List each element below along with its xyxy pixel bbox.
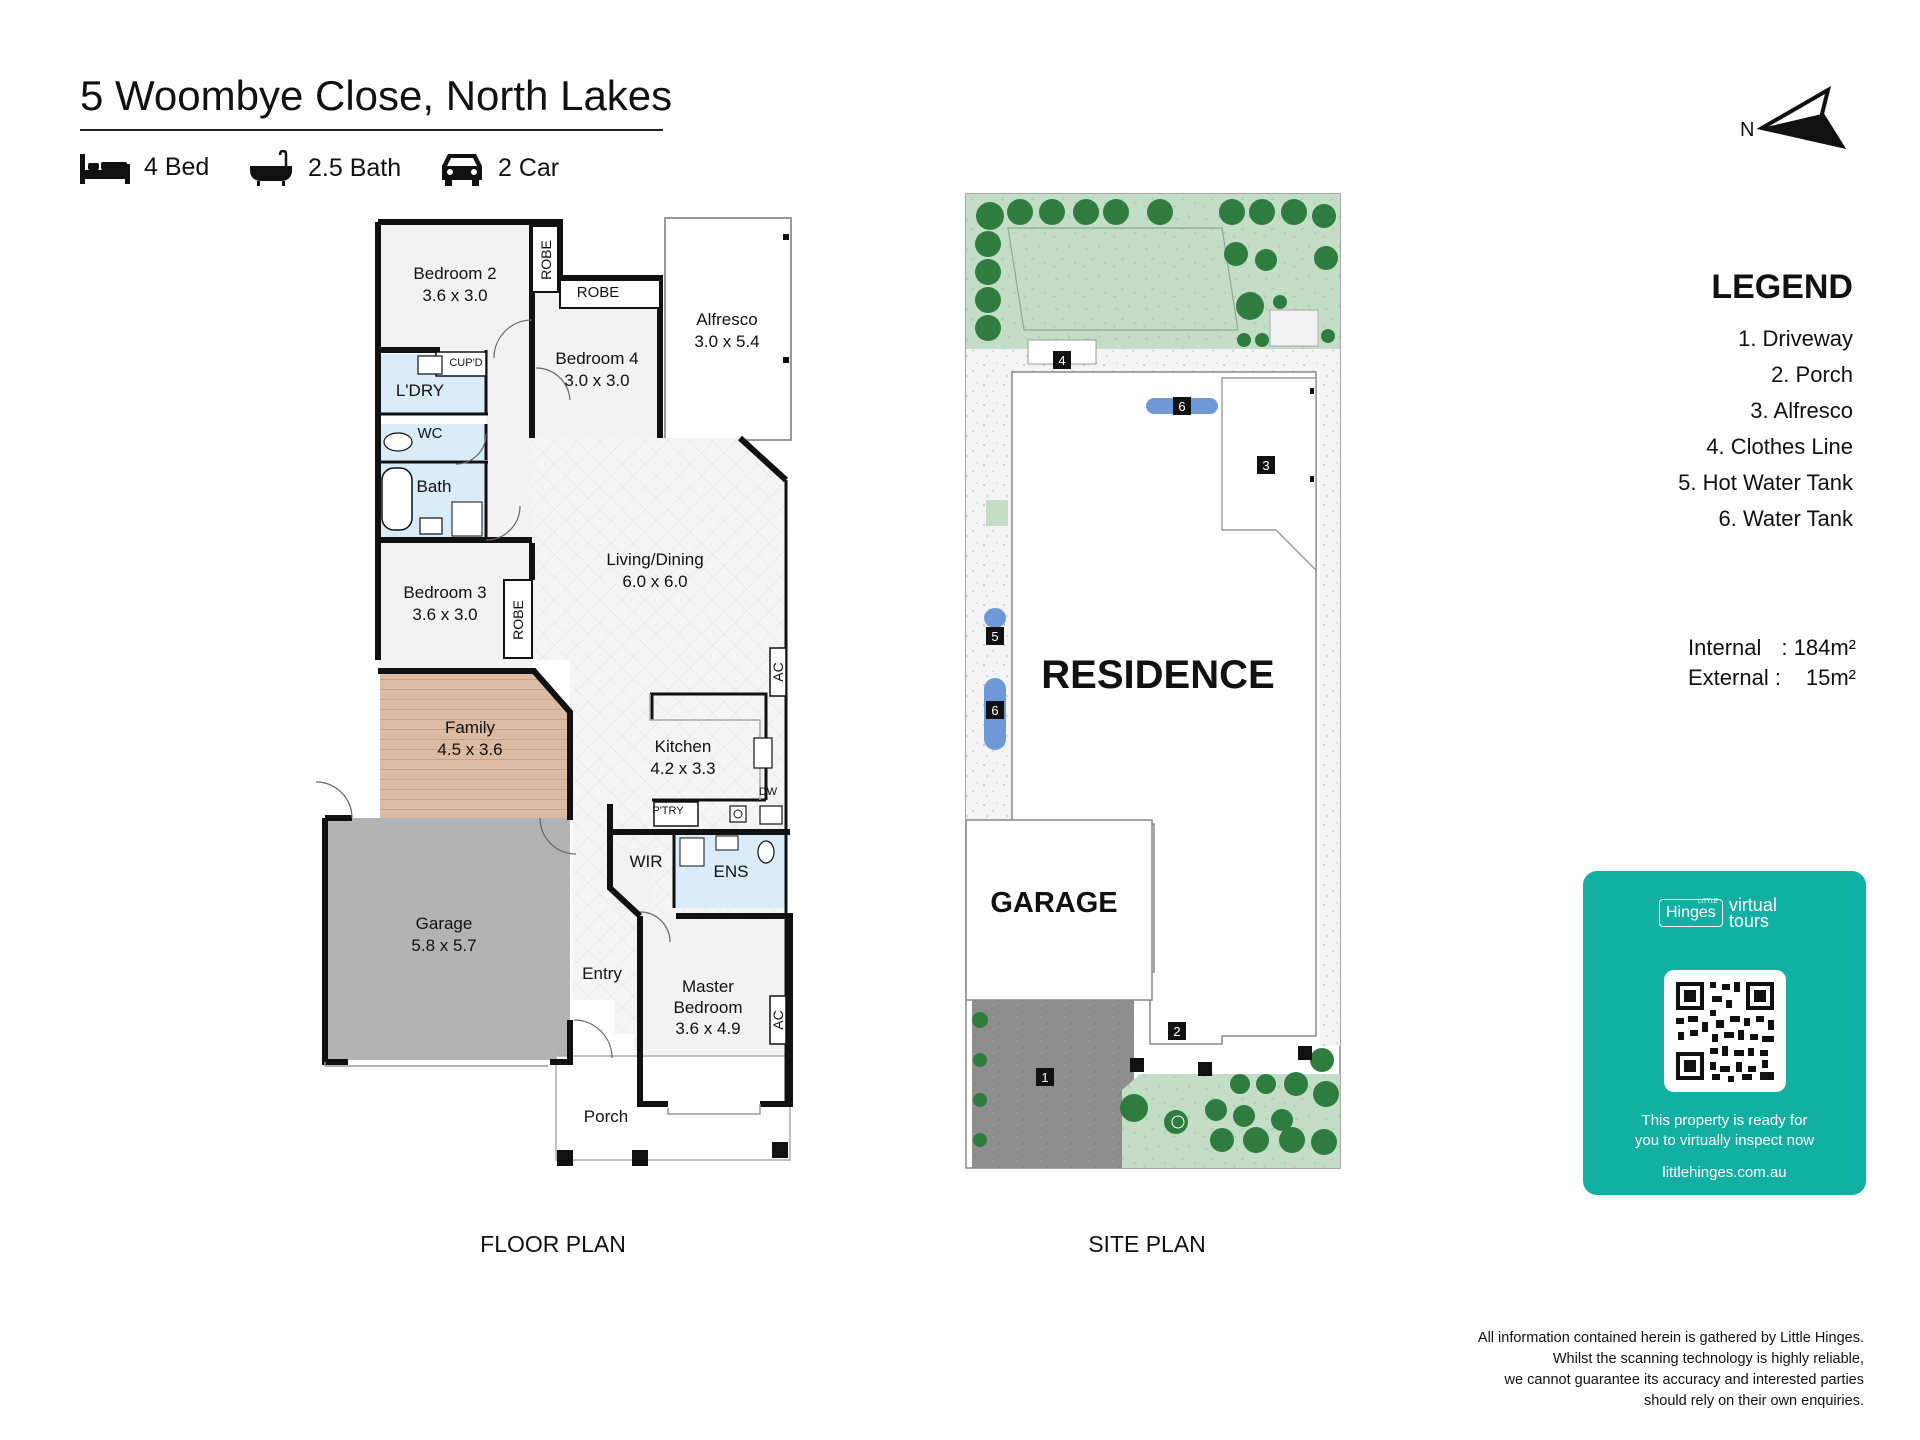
legend-item: 2. Porch bbox=[1771, 362, 1853, 387]
bed-icon bbox=[80, 150, 130, 184]
room-dims-family: 4.5 x 3.6 bbox=[437, 740, 502, 759]
site-marker-6-top: 6 bbox=[1178, 399, 1185, 414]
virtual-tour-link[interactable]: littlehinges.com.au bbox=[1662, 1164, 1787, 1181]
floor-plan bbox=[315, 217, 793, 1166]
room-dims-bedroom-3: 3.6 x 3.0 bbox=[412, 605, 477, 624]
room-name-master-line2: Bedroom bbox=[674, 998, 743, 1017]
logo-product: virtual tours bbox=[1728, 895, 1777, 931]
room-name-bedroom-2: Bedroom 2 bbox=[413, 264, 496, 283]
north-arrow-icon: N bbox=[1740, 85, 1846, 149]
disclaimer-line: All information contained herein is gath… bbox=[1477, 1330, 1864, 1346]
legend-item: 1. Driveway bbox=[1738, 326, 1853, 351]
porch-label: Porch bbox=[584, 1107, 628, 1126]
compass-label: N bbox=[1740, 119, 1754, 141]
room-name-family: Family bbox=[445, 718, 496, 737]
entry-label: Entry bbox=[582, 964, 622, 983]
disclaimer-line: should rely on their own enquiries. bbox=[1643, 1393, 1864, 1409]
room-dims-living-dining: 6.0 x 6.0 bbox=[622, 572, 687, 591]
room-dims-bedroom-4: 3.0 x 3.0 bbox=[564, 371, 629, 390]
car-feature: 2 Car bbox=[440, 150, 559, 186]
bath-feature: 2.5 Bath bbox=[248, 150, 401, 186]
legend-item: 4. Clothes Line bbox=[1706, 434, 1853, 459]
robe-label-bedroom-2: ROBE bbox=[538, 240, 554, 280]
virtual-tour-message-line1: This property is ready for bbox=[1641, 1112, 1808, 1129]
logo-hinges-badge: LITTLE Hinges bbox=[1659, 899, 1723, 927]
legend-item: 5. Hot Water Tank bbox=[1678, 470, 1853, 495]
disclaimer-line: Whilst the scanning technology is highly… bbox=[1552, 1351, 1864, 1367]
site-marker-6-side: 6 bbox=[991, 703, 998, 718]
external-area-label: External : bbox=[1688, 665, 1781, 690]
room-name-bedroom-4: Bedroom 4 bbox=[555, 349, 638, 368]
bed-feature: 4 Bed bbox=[80, 150, 209, 184]
ac-label-master: AC bbox=[770, 1010, 786, 1029]
internal-area-value: : 184m² bbox=[1781, 635, 1856, 660]
site-marker-4: 4 bbox=[1058, 353, 1065, 368]
room-name-kitchen: Kitchen bbox=[655, 737, 712, 756]
logo-brand-text: Hinges bbox=[1666, 904, 1716, 921]
disclaimer-line: we cannot guarantee its accuracy and int… bbox=[1504, 1372, 1865, 1388]
logo-product-line1: virtual bbox=[1728, 895, 1777, 915]
page-title: 5 Woombye Close, North Lakes bbox=[80, 72, 673, 119]
area-summary: Internal : 184m² External : 15m² bbox=[1688, 633, 1856, 693]
robe-label-bedroom-4: ROBE bbox=[577, 284, 620, 301]
virtual-tour-message-line2: you to virtually inspect now bbox=[1634, 1132, 1815, 1149]
room-name-living-dining: Living/Dining bbox=[606, 550, 703, 569]
site-marker-2: 2 bbox=[1173, 1024, 1180, 1039]
ac-label-living: AC bbox=[770, 662, 786, 681]
room-dims-master: 3.6 x 4.9 bbox=[675, 1019, 740, 1038]
legend-item: 6. Water Tank bbox=[1718, 506, 1853, 531]
legend: LEGEND 1. Driveway 2. Porch 3. Alfresco … bbox=[1678, 268, 1853, 537]
bed-count: 4 Bed bbox=[144, 152, 210, 181]
wir-label: WIR bbox=[629, 852, 662, 871]
room-dims-bedroom-2: 3.6 x 3.0 bbox=[422, 286, 487, 305]
little-hinges-logo: LITTLE Hinges virtual tours bbox=[1659, 895, 1777, 931]
laundry-label: L'DRY bbox=[396, 381, 444, 400]
disclaimer: All information contained herein is gath… bbox=[1478, 1328, 1864, 1412]
logo-product-line2: tours bbox=[1728, 911, 1769, 931]
car-count: 2 Car bbox=[498, 153, 560, 182]
cupboard-label: CUP'D bbox=[449, 357, 482, 369]
bath-count: 2.5 Bath bbox=[308, 153, 402, 182]
room-dims-alfresco: 3.0 x 5.4 bbox=[694, 332, 759, 351]
site-plan: 4 6 3 5 6 2 1 RESIDENCE GARAGE bbox=[965, 193, 1341, 1169]
logo-little-text: LITTLE bbox=[1698, 899, 1718, 905]
legend-title: LEGEND bbox=[1711, 268, 1853, 306]
car-icon bbox=[440, 150, 484, 186]
room-name-alfresco: Alfresco bbox=[696, 310, 757, 329]
pantry-label: P'TRY bbox=[652, 805, 684, 817]
wc-label: WC bbox=[418, 425, 443, 442]
room-dims-kitchen: 4.2 x 3.3 bbox=[650, 759, 715, 778]
robe-label-bedroom-3: ROBE bbox=[510, 600, 526, 640]
legend-item: 3. Alfresco bbox=[1750, 398, 1853, 423]
site-marker-1: 1 bbox=[1041, 1070, 1048, 1085]
site-marker-3: 3 bbox=[1262, 458, 1269, 473]
floor-plan-caption: FLOOR PLAN bbox=[480, 1231, 626, 1257]
room-name-bedroom-3: Bedroom 3 bbox=[403, 583, 486, 602]
bath-label: Bath bbox=[417, 477, 452, 496]
site-marker-5: 5 bbox=[991, 629, 998, 644]
qr-code-icon[interactable] bbox=[1664, 970, 1786, 1092]
site-plan-caption: SITE PLAN bbox=[1088, 1231, 1206, 1257]
residence-label: RESIDENCE bbox=[1041, 653, 1274, 697]
room-dims-garage: 5.8 x 5.7 bbox=[411, 936, 476, 955]
title-underline bbox=[80, 129, 663, 131]
ensuite-label: ENS bbox=[714, 862, 749, 881]
virtual-tour-card[interactable]: LITTLE Hinges virtual tours bbox=[1583, 871, 1866, 1195]
internal-area-label: Internal bbox=[1688, 635, 1762, 660]
site-garage-label: GARAGE bbox=[990, 887, 1117, 919]
external-area-value: 15m² bbox=[1805, 665, 1856, 690]
room-name-master: Master bbox=[682, 977, 734, 996]
dishwasher-label: DW bbox=[759, 786, 778, 798]
room-name-garage: Garage bbox=[416, 914, 473, 933]
bathtub-icon bbox=[248, 150, 294, 186]
